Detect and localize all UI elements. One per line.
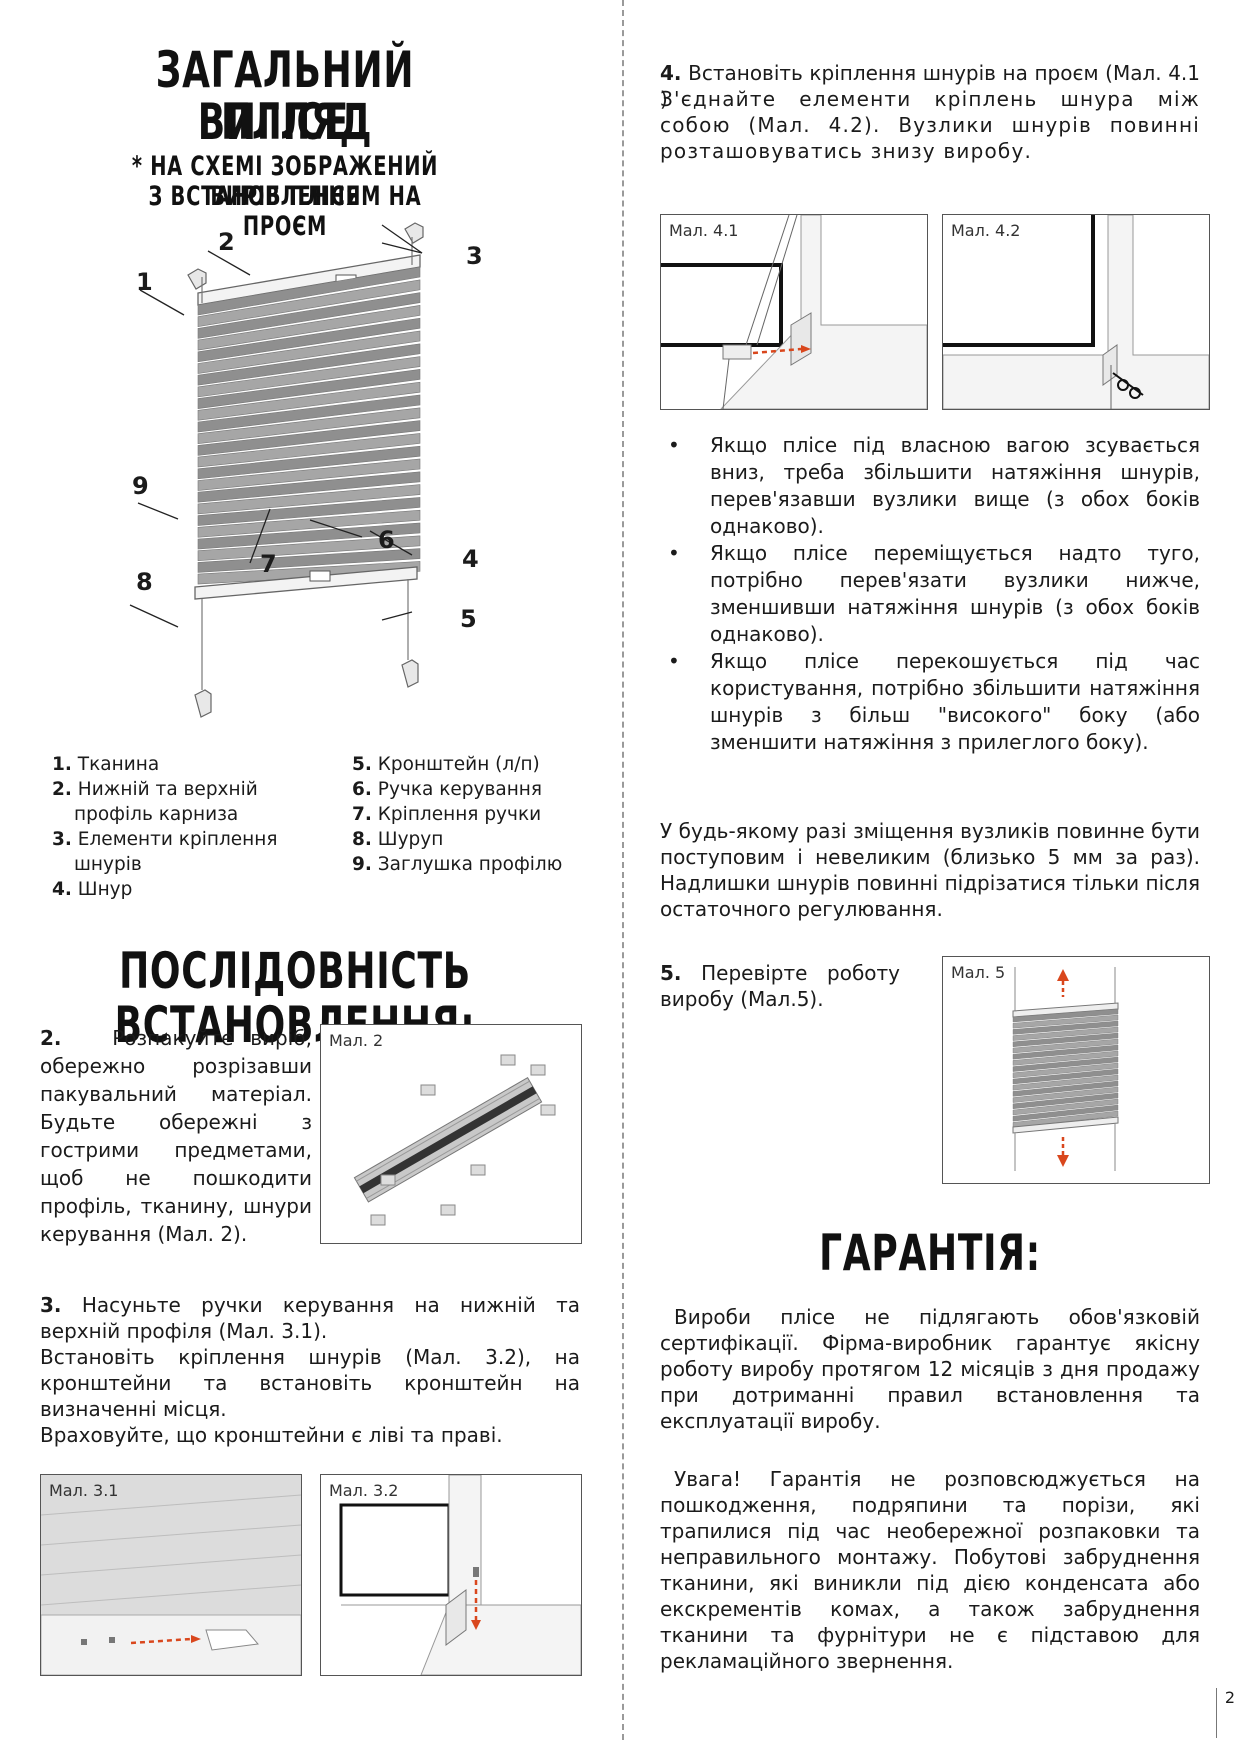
adjust-note: У будь-якому разі зміщення вузликів пови… xyxy=(660,819,1200,921)
step-3-line3: Враховуйте, що кронштейни є ліві та прав… xyxy=(40,1423,503,1447)
legend-item: 8. Шуруп xyxy=(352,829,444,850)
diagram-note-line1: * НА СХЕМІ ЗОБРАЖЕНИЙ ВИРІБ ПЛІСЕ xyxy=(131,151,439,212)
legend-item: 9. Заглушка профілю xyxy=(352,854,563,875)
diagram-note-line2: З ВСТАНОВЛЕННЯМ НА ПРОЄМ xyxy=(148,181,422,242)
figure-2-label: Мал. 2 xyxy=(329,1031,384,1050)
legend-column-1: 1. Тканина 2. Нижній та верхній профіль … xyxy=(52,752,312,902)
figure-3-1-label: Мал. 3.1 xyxy=(49,1481,119,1500)
step-3-line2: Встановіть кріплення шнурів (Мал. 3.2), … xyxy=(40,1345,580,1421)
page-title-line2: ПЛІСЕ xyxy=(220,93,350,151)
legend-item: 2. Нижній та верхній xyxy=(52,779,258,800)
callout-9: 9 xyxy=(132,472,149,500)
legend-item: 3. Елементи кріплення xyxy=(52,829,278,850)
step-5-text: 5. Перевірте роботу виробу (Мал.5). xyxy=(660,961,900,1011)
legend-item: 5. Кронштейн (л/п) xyxy=(352,754,540,775)
callout-5: 5 xyxy=(460,605,477,633)
callout-8: 8 xyxy=(136,568,153,596)
adjustment-tips-list: Якщо плісе під власною вагою зсувається … xyxy=(660,432,1200,756)
tip-item: Якщо плісе переміщується надто туго, пот… xyxy=(660,540,1200,648)
callout-7: 7 xyxy=(260,550,277,578)
legend-item: 6. Ручка керування xyxy=(352,779,543,800)
page-title-line1: ЗАГАЛЬНИЙ ВИГЛЯД xyxy=(155,41,415,151)
callout-3: 3 xyxy=(466,242,483,270)
legend-column-2: 5. Кронштейн (л/п) 6. Ручка керування 7.… xyxy=(352,752,612,877)
column-divider xyxy=(622,0,624,1740)
pleated-blind-diagram xyxy=(129,222,424,718)
figure-3-1: Мал. 3.1 xyxy=(40,1474,302,1676)
legend-item: 7. Кріплення ручки xyxy=(352,804,542,825)
figure-4-2: Мал. 4.2 xyxy=(942,214,1210,410)
figure-5: Мал. 5 xyxy=(942,956,1210,1184)
tip-item: Якщо плісе перекошується під час користу… xyxy=(660,648,1200,756)
callout-6: 6 xyxy=(378,526,395,554)
step-3-line1: 3. Насуньте ручки керування на нижній та… xyxy=(40,1293,581,1343)
page-number: 2 xyxy=(1215,1688,1235,1738)
figure-5-label: Мал. 5 xyxy=(951,963,1006,982)
warranty-title: ГАРАНТІЯ: xyxy=(819,1224,1041,1282)
figure-4-2-label: Мал. 4.2 xyxy=(951,221,1021,240)
warranty-paragraph-2: Увага! Гарантія не розповсюджується на п… xyxy=(660,1467,1200,1673)
step-2-text: 2. Розпакуйте виріб, обережно розрізавши… xyxy=(40,1026,312,1246)
warranty-paragraph-1: Вироби плісе не підлягають обов'язковій … xyxy=(660,1305,1200,1433)
callout-4: 4 xyxy=(462,545,479,573)
legend-item: шнурів xyxy=(74,854,142,875)
step-4-text-2: З'єднайте елементи кріплень шнура між со… xyxy=(660,87,1200,163)
legend-item: 4. Шнур xyxy=(52,879,133,900)
figure-3-2-label: Мал. 3.2 xyxy=(329,1481,399,1500)
step-4-text: 4. Встановіть кріплення шнурів на проєм … xyxy=(660,61,1201,111)
figure-2: Мал. 2 xyxy=(320,1024,582,1244)
tip-item: Якщо плісе під власною вагою зсувається … xyxy=(660,432,1200,540)
legend-item: 1. Тканина xyxy=(52,754,160,775)
figure-3-2: Мал. 3.2 xyxy=(320,1474,582,1676)
figure-4-1: Мал. 4.1 xyxy=(660,214,928,410)
callout-1: 1 xyxy=(136,268,153,296)
legend-item: профіль карниза xyxy=(74,804,239,825)
figure-4-1-label: Мал. 4.1 xyxy=(669,221,739,240)
callout-2: 2 xyxy=(218,228,235,256)
